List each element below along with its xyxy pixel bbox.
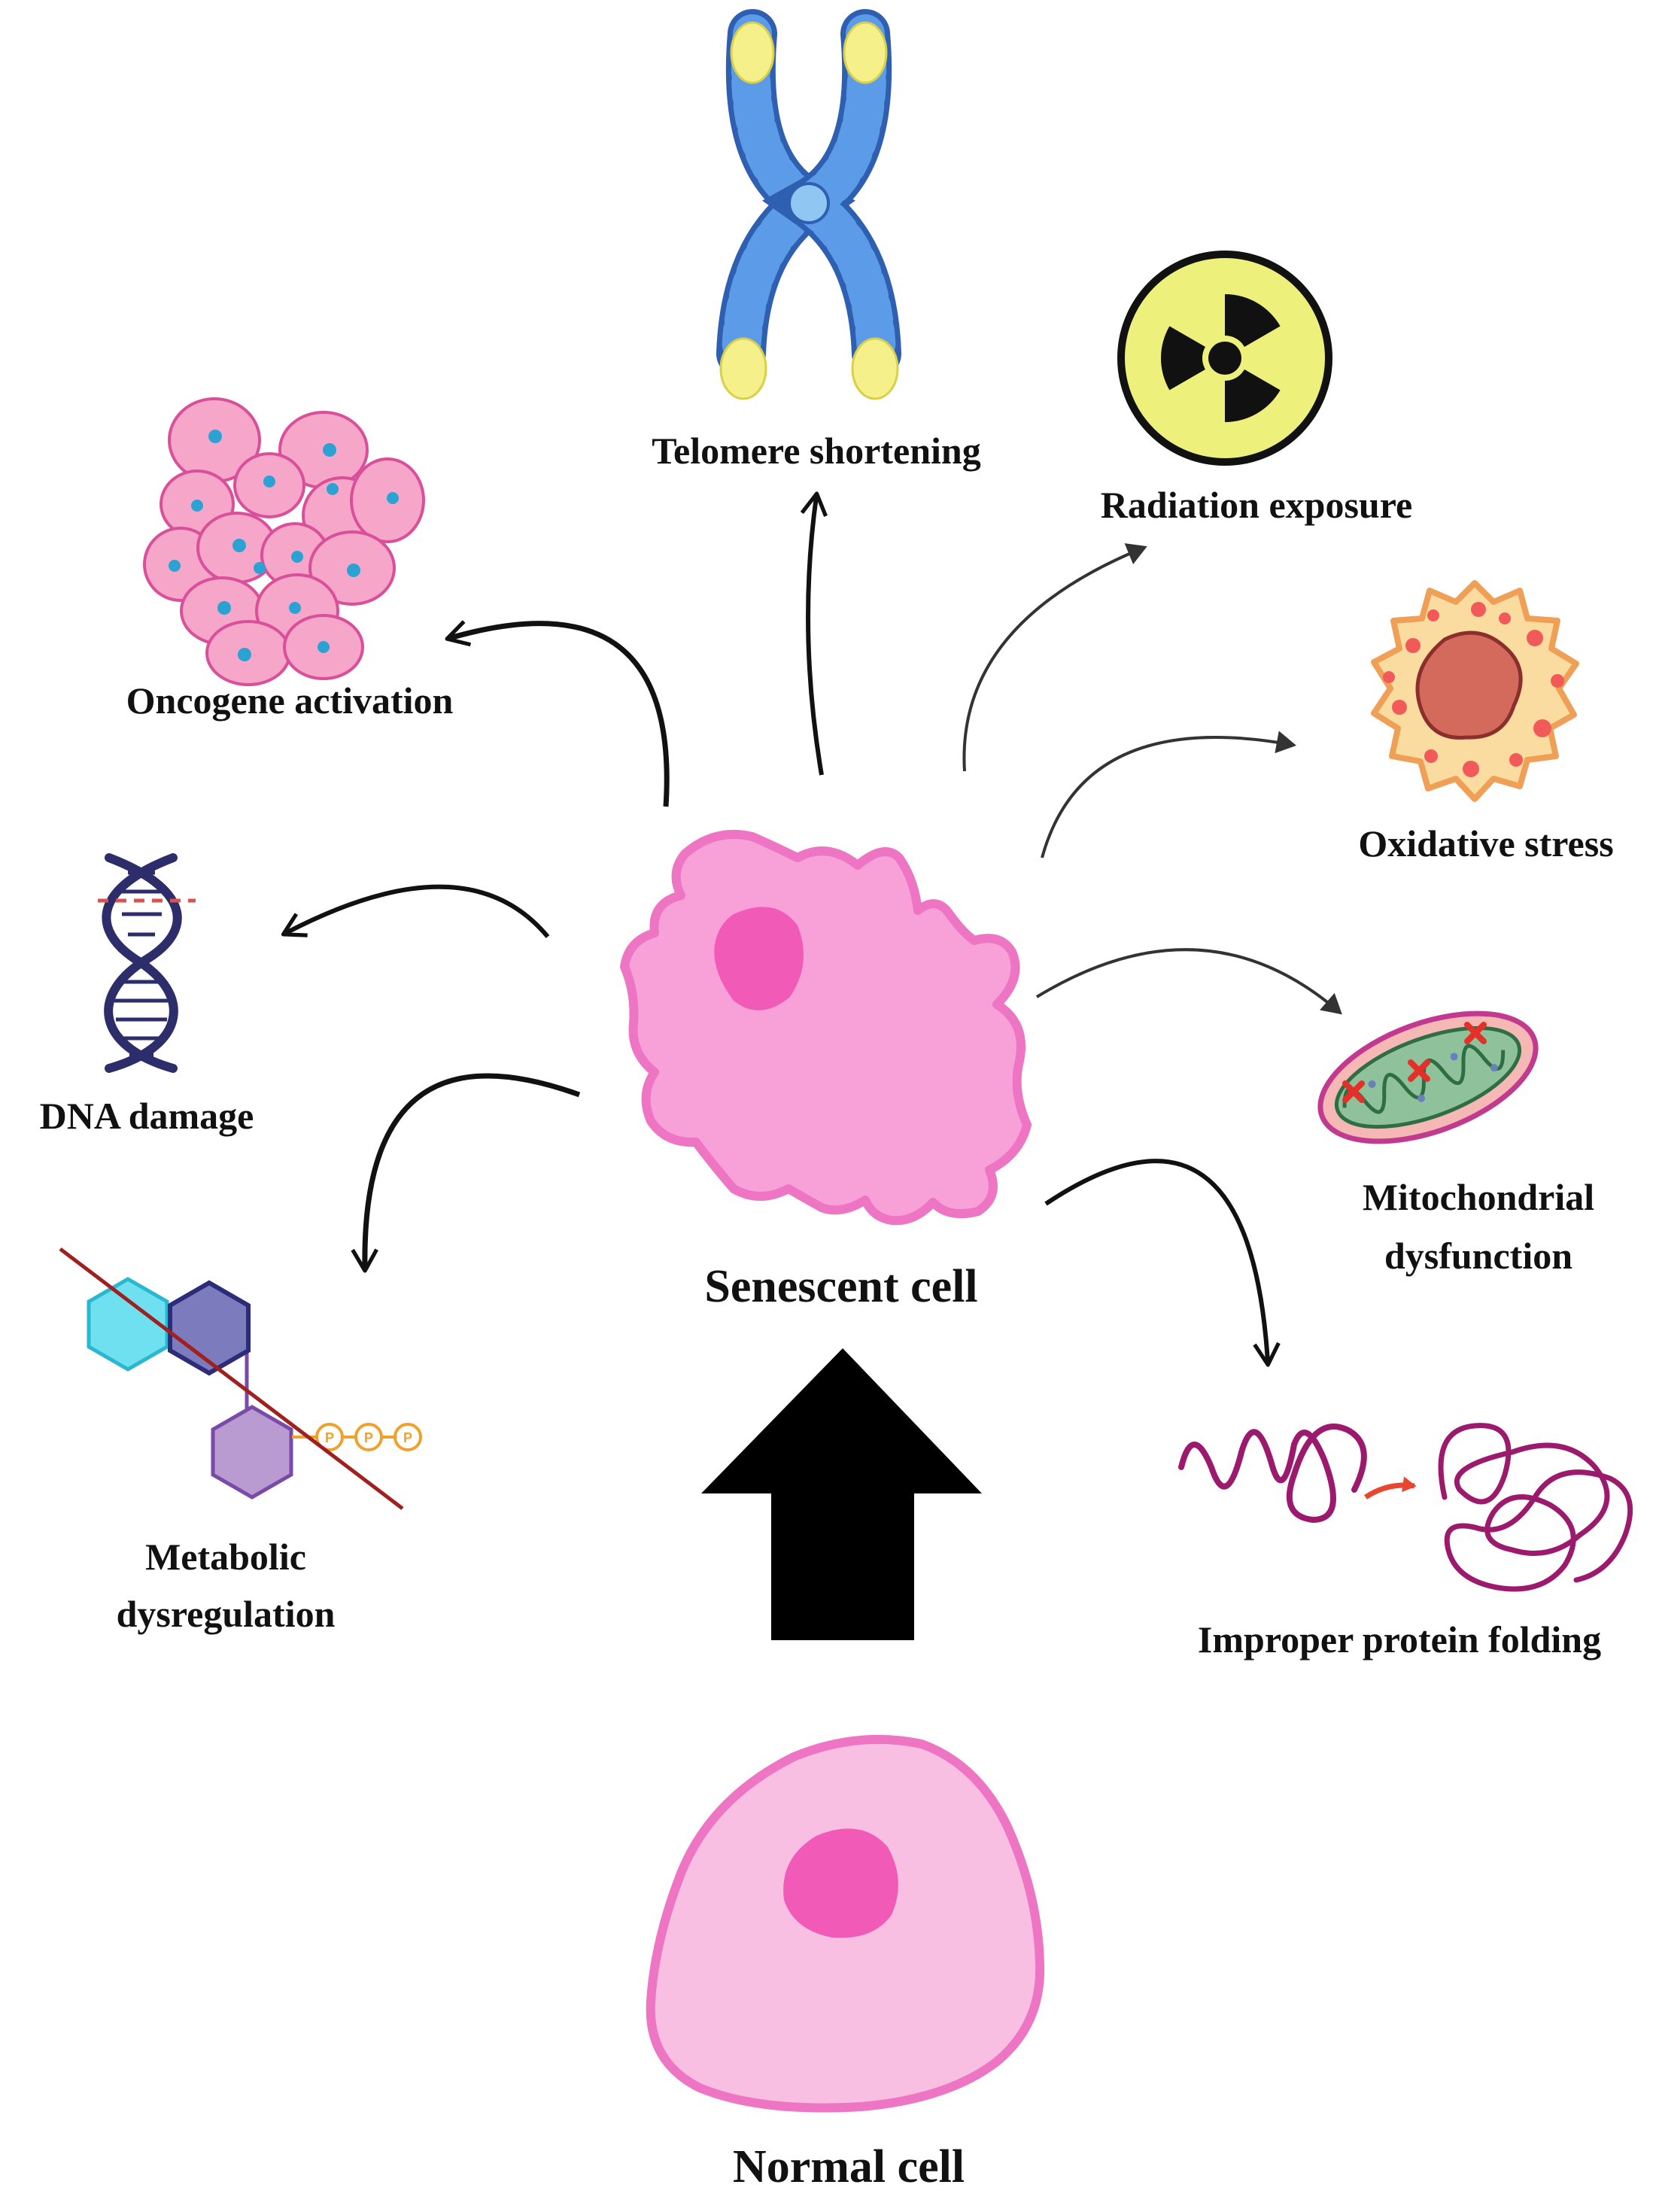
label-metabolic-line1: Metabolic [145,1536,306,1578]
arrow-to-mitochondria [1035,948,1342,1015]
label-dna-damage: DNA damage [40,1095,254,1137]
phosphate-label: P [364,1430,373,1445]
label-mitochondrial-line2: dysfunction [1384,1235,1572,1277]
arrow-to-telomere [800,491,828,776]
senescent-cell-icon [620,829,1032,1226]
label-radiation-exposure: Radiation exposure [1101,484,1412,526]
label-oncogene-activation: Oncogene activation [126,679,454,722]
arrow-to-metabolic [351,1073,581,1273]
metabolic-icon: P P P [59,1247,422,1510]
dna-icon [98,853,196,1073]
label-improper-protein-folding: Improper protein folding [1198,1618,1601,1661]
arrow-to-oncogene [445,620,670,807]
label-mitochondrial-line1: Mitochondrial [1363,1176,1594,1218]
protein-folding-icon [1178,1423,1633,1592]
arrow-to-protein-folding [1044,1159,1281,1367]
normal-cell-icon [646,1734,1045,2113]
label-senescent-cell: Senescent cell [704,1261,977,1312]
radiation-icon [1117,251,1332,466]
mitochondria-icon [1317,1010,1539,1144]
chromosome-icon [716,9,901,400]
connector-arrows [281,491,1342,1367]
arrow-to-radiation [962,543,1147,772]
transition-arrow [701,1348,982,1640]
label-normal-cell: Normal cell [733,2141,965,2192]
phosphate-label: P [325,1430,334,1445]
label-metabolic-line2: dysregulation [117,1593,336,1635]
arrow-to-oxidative [1041,731,1297,858]
arrow-to-dna [281,884,550,938]
cell-cluster-icon [143,397,425,686]
oxidative-cell-icon [1371,580,1579,802]
label-telomere-shortening: Telomere shortening [652,430,980,472]
label-oxidative-stress: Oxidative stress [1358,822,1613,864]
phosphate-label: P [403,1430,412,1445]
